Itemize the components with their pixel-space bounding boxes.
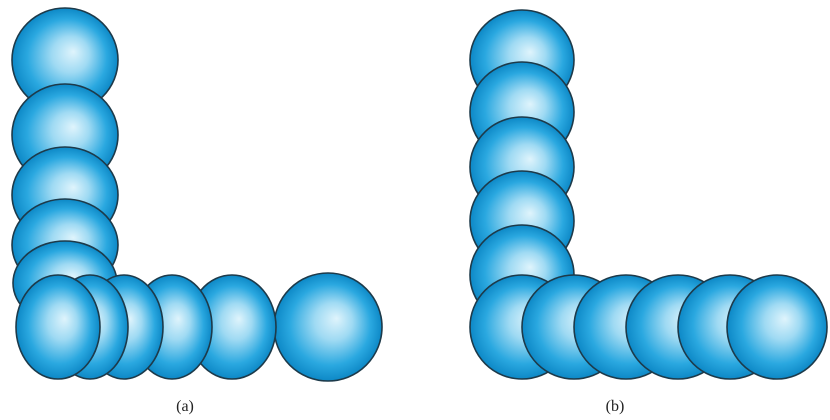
panel-a-caption: (a) bbox=[155, 398, 215, 416]
panel-b-horizontal-sphere bbox=[727, 275, 827, 379]
panel-a-diagram bbox=[12, 8, 382, 381]
panel-a-horizontal-sphere bbox=[16, 275, 100, 379]
panel-b-diagram bbox=[470, 10, 827, 379]
panel-a-horizontal-sphere bbox=[274, 273, 382, 381]
panel-b-caption: (b) bbox=[585, 398, 645, 416]
